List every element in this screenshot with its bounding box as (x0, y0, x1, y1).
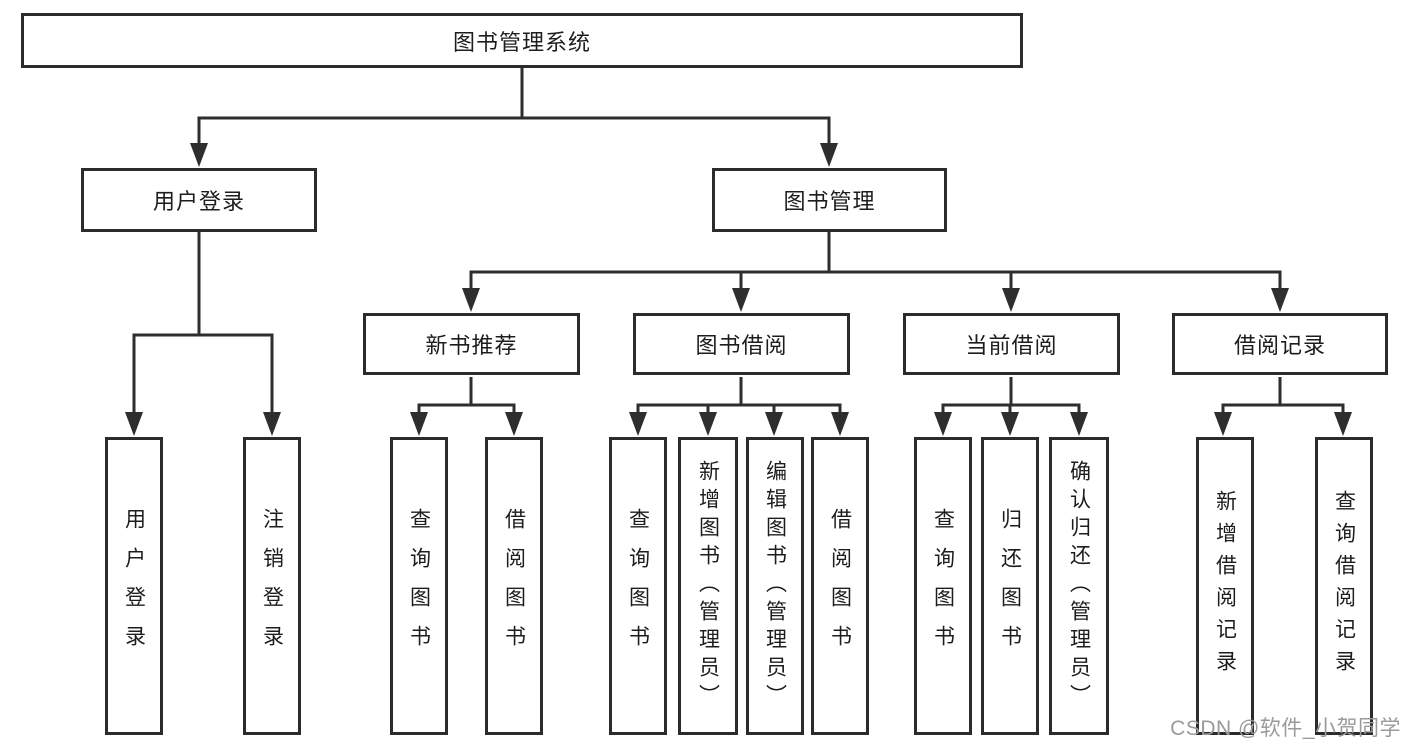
leaf-borrow-books: 借阅图书 (811, 437, 869, 735)
leaf-query-books-recommend: 查询图书 (390, 437, 448, 735)
leaf-edit-books-admin-label: 编辑图书（管理员） (763, 460, 787, 712)
arrow-head (1070, 412, 1088, 436)
node-book-management: 图书管理 (712, 168, 947, 232)
leaf-add-borrow-record-label: 新增借阅记录 (1213, 490, 1237, 682)
node-current-borrow: 当前借阅 (903, 313, 1120, 375)
leaf-query-books-recommend-label: 查询图书 (407, 508, 431, 664)
leaf-logout: 注销登录 (243, 437, 301, 735)
arrow-head (1214, 412, 1232, 436)
leaf-edit-books-admin: 编辑图书（管理员） (746, 437, 804, 735)
arrow-head (1271, 288, 1289, 312)
leaf-query-books-current-label: 查询图书 (931, 508, 955, 664)
node-book-management-label: 图书管理 (783, 189, 876, 214)
leaf-borrow-books-label: 借阅图书 (828, 508, 852, 664)
leaf-borrow-books-recommend-label: 借阅图书 (502, 508, 526, 664)
connector-root (197, 68, 831, 152)
node-user-login-label: 用户登录 (152, 189, 245, 214)
leaf-borrow-books-recommend: 借阅图书 (485, 437, 543, 735)
arrow-head (831, 412, 849, 436)
node-new-book-recommend-label: 新书推荐 (425, 333, 518, 358)
leaf-confirm-return-admin-label: 确认归还（管理员） (1067, 460, 1091, 712)
arrow-head (505, 412, 523, 436)
leaf-return-books: 归还图书 (981, 437, 1039, 735)
connector-current (941, 377, 1081, 416)
leaf-add-borrow-record: 新增借阅记录 (1196, 437, 1254, 735)
arrow-head (765, 412, 783, 436)
arrow-head (462, 288, 480, 312)
leaf-confirm-return-admin: 确认归还（管理员） (1049, 437, 1109, 735)
leaf-query-borrow-record: 查询借阅记录 (1315, 437, 1373, 735)
leaf-return-books-label: 归还图书 (998, 508, 1022, 664)
arrow-head (190, 143, 208, 167)
arrow-head (1002, 288, 1020, 312)
node-book-borrow-label: 图书借阅 (695, 333, 788, 358)
leaf-query-books-borrow-label: 查询图书 (626, 508, 650, 664)
leaf-logout-label: 注销登录 (260, 508, 284, 664)
arrow-head (410, 412, 428, 436)
node-borrow-records-label: 借阅记录 (1233, 333, 1326, 358)
leaf-user-login: 用户登录 (105, 437, 163, 735)
connector-user-login (132, 232, 274, 418)
arrow-head (629, 412, 647, 436)
leaf-query-books-current: 查询图书 (914, 437, 972, 735)
arrow-head (263, 412, 281, 436)
arrow-head (125, 412, 143, 436)
node-root-label: 图书管理系统 (452, 29, 591, 55)
arrow-head (1334, 412, 1352, 436)
arrow-head (699, 412, 717, 436)
node-current-borrow-label: 当前借阅 (965, 333, 1058, 358)
node-user-login: 用户登录 (81, 168, 317, 232)
leaf-query-borrow-record-label: 查询借阅记录 (1332, 490, 1356, 682)
connector-book-mgmt (469, 232, 1282, 296)
leaf-add-books-admin: 新增图书（管理员） (678, 437, 738, 735)
leaf-query-books-borrow: 查询图书 (609, 437, 667, 735)
connector-borrow (636, 377, 842, 416)
arrow-head (820, 143, 838, 167)
arrow-head (934, 412, 952, 436)
node-root: 图书管理系统 (21, 13, 1023, 68)
node-book-borrow: 图书借阅 (633, 313, 850, 375)
arrow-head (732, 288, 750, 312)
node-borrow-records: 借阅记录 (1172, 313, 1388, 375)
connector-records (1221, 377, 1345, 416)
leaf-user-login-label: 用户登录 (122, 508, 146, 664)
connector-new-rec (417, 377, 516, 416)
node-new-book-recommend: 新书推荐 (363, 313, 580, 375)
watermark: CSDN @软件_小贺同学 (1170, 717, 1401, 740)
leaf-add-books-admin-label: 新增图书（管理员） (696, 460, 720, 712)
arrow-head (1001, 412, 1019, 436)
